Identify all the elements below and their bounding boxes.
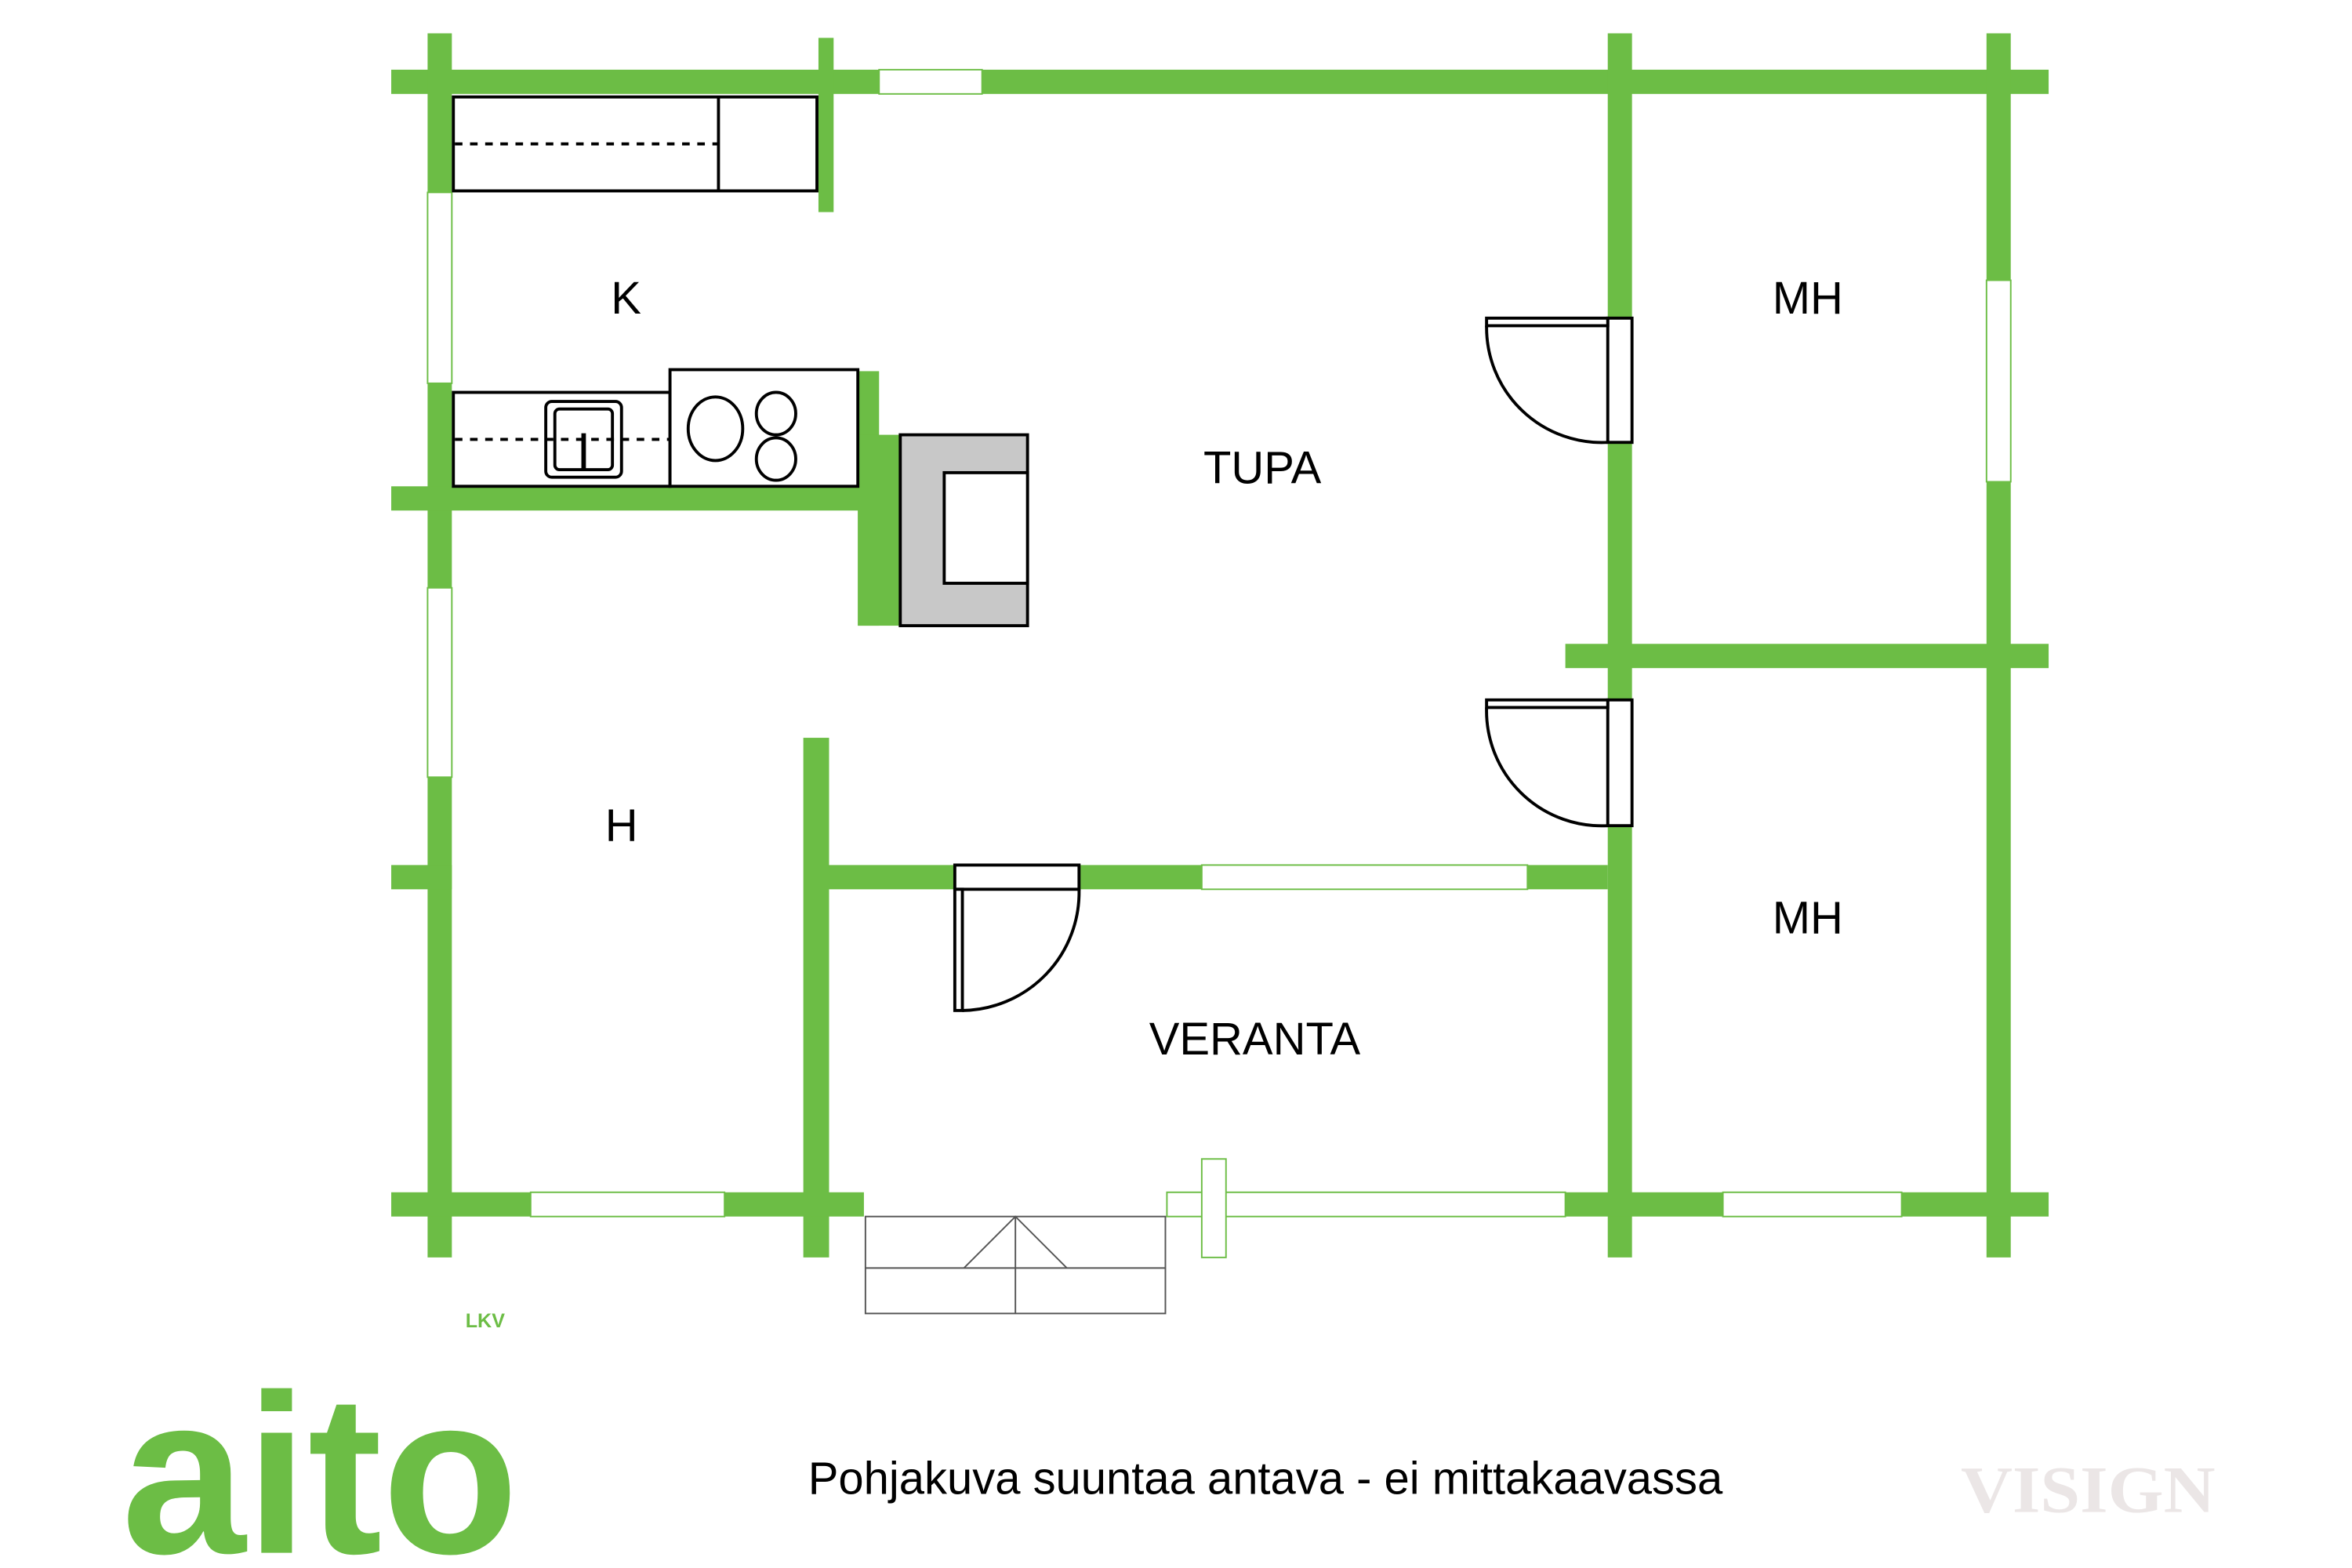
doors[interactable] <box>953 316 1634 1012</box>
kitchen-fixtures <box>452 95 1029 627</box>
logo-suffix: LKV <box>466 1310 505 1332</box>
room-label-kitchen: K <box>611 274 641 324</box>
stove-icon <box>668 368 860 488</box>
aito-logo: aito <box>122 1348 518 1568</box>
room-label-hall: H <box>605 800 638 851</box>
walls <box>391 33 2049 1258</box>
disclaimer-note: Pohjakuva suuntaa antava - ei mittakaava… <box>808 1454 1723 1504</box>
room-label-living: TUPA <box>1203 443 1322 493</box>
windows <box>426 68 2012 1258</box>
room-label-bedroom-1: MH <box>1773 274 1843 324</box>
room-label-bedroom-2: MH <box>1773 893 1843 943</box>
visign-watermark: VISIGN <box>1961 1454 2216 1527</box>
entrance-steps <box>864 1215 1167 1315</box>
sink-icon <box>544 400 623 479</box>
room-label-veranda: VERANTA <box>1149 1014 1361 1065</box>
